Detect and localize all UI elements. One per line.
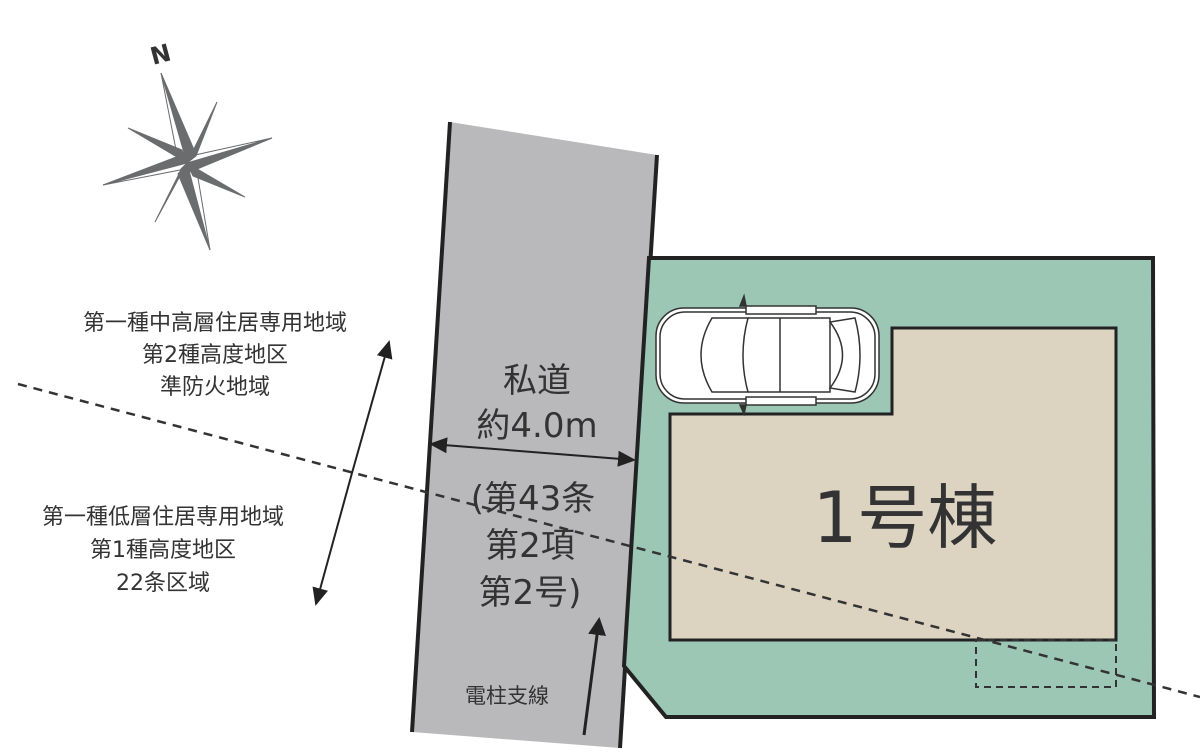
- zoning-double-arrow: [351, 340, 393, 474]
- dashed-annex-outline: [975, 639, 1117, 688]
- road-article-line-1: (第43条: [471, 479, 596, 519]
- zoning-north-line-1: 第一種中高層住居専用地域: [83, 311, 347, 336]
- car-icon: [655, 293, 880, 417]
- zoning-north-line-3: 準防火地域: [160, 375, 270, 400]
- building-label: 1号棟: [813, 477, 998, 559]
- building-footprint: [668, 326, 1118, 642]
- zoning-boundary-line: [17, 382, 1200, 699]
- road-article-line-2: 第2項: [485, 526, 575, 566]
- road-article-line-3: 第2号): [479, 573, 582, 613]
- zoning-south-line-3: 22条区域: [116, 571, 210, 596]
- road-width: 約4.0m: [476, 406, 597, 446]
- private-road: [412, 122, 657, 748]
- zoning-south-line-1: 第一種低層住居専用地域: [42, 505, 284, 530]
- zoning-south-line-2: 第1種高度地区: [90, 538, 236, 563]
- road-width-arrow-west: [429, 437, 533, 454]
- road-name: 私道: [503, 361, 571, 401]
- compass-rose-icon: [102, 72, 273, 251]
- pole-wire-arrow: [582, 617, 606, 736]
- zoning-double-arrow-south: [312, 472, 353, 606]
- north-label: N: [147, 39, 174, 71]
- road-width-arrow: [531, 450, 636, 467]
- pole-wire-label: 電柱支線: [465, 684, 549, 708]
- zoning-north-line-2: 第2種高度地区: [142, 343, 288, 368]
- road-edge-left: [410, 121, 452, 733]
